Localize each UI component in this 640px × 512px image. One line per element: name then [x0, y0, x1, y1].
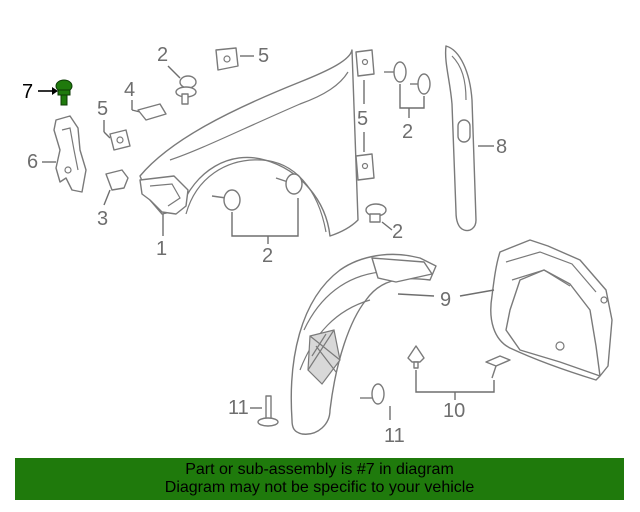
callout-6: 6 — [27, 151, 38, 173]
part-3-clip: 3 — [97, 169, 129, 230]
callout-2a: 2 — [157, 44, 168, 66]
part-2-screw-top: 2 — [157, 44, 197, 105]
info-banner: Part or sub-assembly is #7 in diagram Di… — [15, 458, 624, 500]
callout-7: 7 — [22, 81, 33, 103]
callout-5a: 5 — [97, 98, 108, 120]
callout-1: 1 — [156, 238, 167, 260]
part-9-liner-right: 9 — [440, 239, 613, 381]
callout-2d: 2 — [392, 221, 403, 243]
part-7-bolt[interactable]: 7 — [22, 79, 73, 106]
part-5-clip-top: 5 — [215, 45, 269, 71]
part-11-studs: 11 11 — [228, 383, 405, 447]
part-10-pins: 10 — [407, 345, 511, 422]
callout-8: 8 — [496, 136, 507, 158]
part-2-screws-upper-right: 2 — [384, 61, 431, 143]
callout-5b: 5 — [258, 45, 269, 67]
part-9-liner-left — [290, 253, 437, 435]
part-2-screw-lower: 2 — [365, 203, 403, 243]
callout-9: 9 — [440, 289, 451, 311]
callout-10: 10 — [443, 400, 465, 422]
parts-diagram: 7 6 5 3 4 2 — [22, 44, 613, 447]
part-5-clip-left: 5 — [97, 98, 131, 151]
part-4-pad: 4 — [124, 79, 167, 121]
part-1-fender: 1 — [139, 49, 359, 260]
banner-line-1: Part or sub-assembly is #7 in diagram — [185, 461, 454, 478]
part-5-clips-middle: 5 — [355, 49, 375, 181]
callout-3: 3 — [97, 208, 108, 230]
callout-11a: 11 — [228, 397, 249, 419]
callout-4: 4 — [124, 79, 135, 101]
callout-11b: 11 — [384, 425, 405, 447]
part-8-trim: 8 — [444, 45, 507, 232]
part-6-bracket: 6 — [27, 115, 87, 193]
callout-2c: 2 — [402, 121, 413, 143]
callout-5c: 5 — [357, 108, 368, 130]
part-2-screws-fender: 2 — [211, 173, 303, 267]
banner-line-2: Diagram may not be specific to your vehi… — [164, 479, 475, 496]
callout-2b: 2 — [262, 245, 273, 267]
